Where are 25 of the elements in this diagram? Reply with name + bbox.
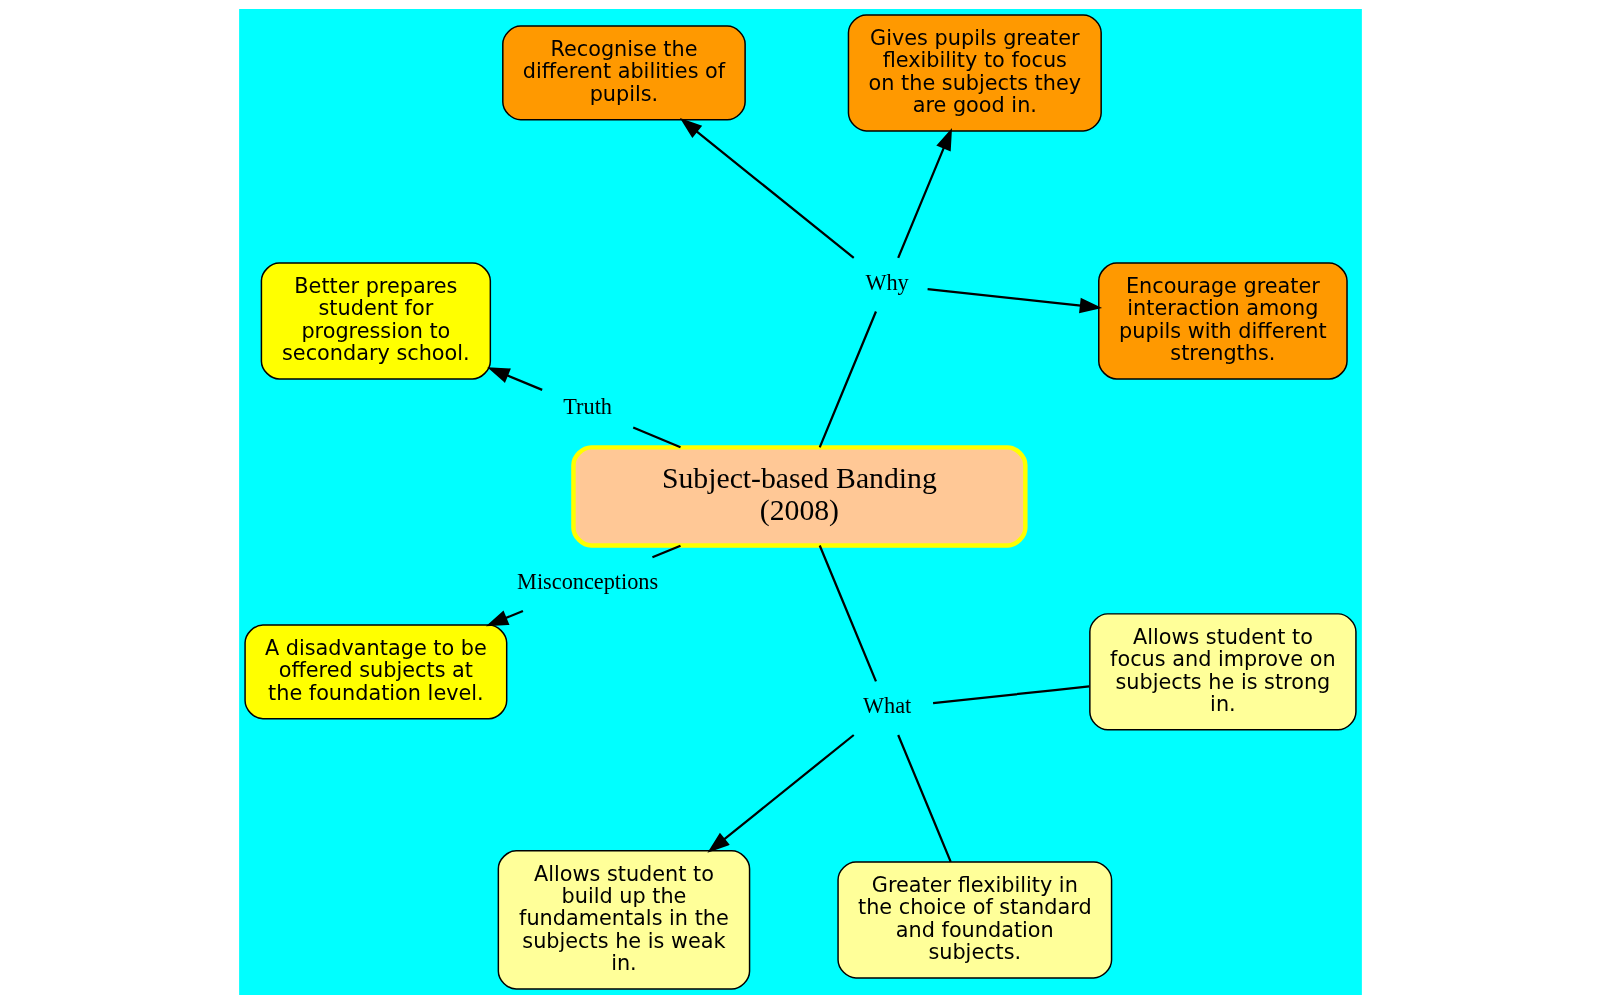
arrow (706, 733, 854, 853)
connector (632, 426, 681, 448)
node-box: A disadvantage to be offered subjects at the foundation level. (243, 623, 507, 719)
arrow (926, 287, 1102, 313)
arrow (486, 366, 543, 391)
node-box: Better prepares student for progression to secondary school. (260, 261, 491, 380)
arrow (679, 117, 854, 259)
node-box: Allows student to focus and improve on subjects he is strong in. (1088, 612, 1357, 731)
connector (818, 310, 877, 448)
node-text: Misconceptions (516, 568, 658, 594)
arrow (485, 609, 523, 626)
node-box: Allows student to build up the fundamentals in the subjects he is weak in. (497, 849, 750, 990)
node-text: Why (864, 269, 909, 295)
connector (651, 544, 681, 558)
connector (896, 734, 952, 862)
node-box: Subject-based Banding (2008) (570, 444, 1028, 548)
node-box: Encourage greater interaction among pupils with different strengths. (1097, 261, 1348, 380)
arrow (896, 127, 952, 258)
connector (818, 544, 877, 682)
node-text: What (862, 692, 911, 718)
node-box: Greater flexibility in the choice of standard and foundation subjects. (836, 860, 1112, 979)
node-box: Gives pupils greater flexibility to focus on the subjects they are good in. (847, 13, 1102, 132)
node-text: Truth (562, 393, 612, 419)
node-box: Recognise the different abilities of pupils. (501, 24, 746, 120)
connector (932, 684, 1089, 704)
